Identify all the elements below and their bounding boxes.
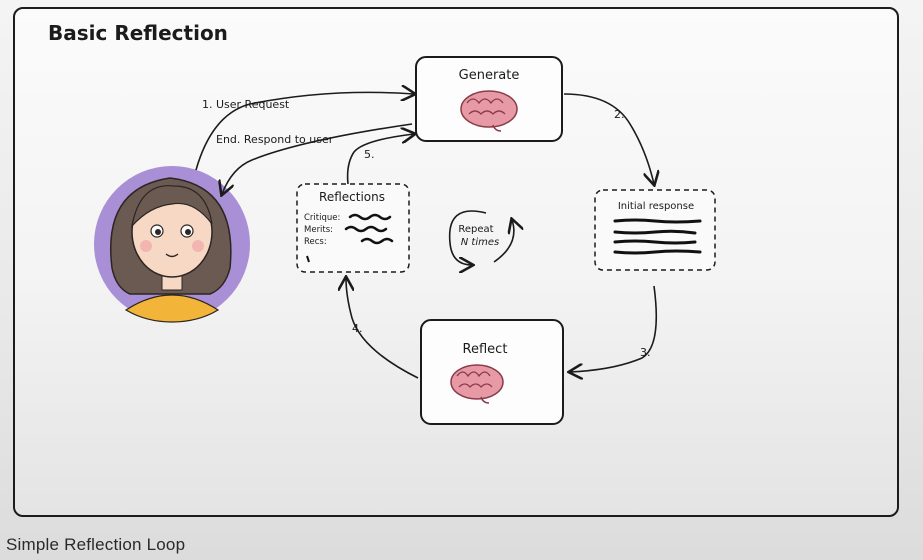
step4-arrow: [346, 278, 419, 379]
scribble-text-lines: [613, 218, 702, 255]
loop-label-line1: Repeat: [458, 224, 493, 235]
step4-label: 4.: [352, 322, 363, 335]
step2-label: 2.: [614, 108, 625, 121]
recs-label: Recs:: [304, 237, 327, 247]
brain-icon: [450, 364, 504, 404]
reflections-node: Reflections Critique: Merits: Recs:: [296, 183, 410, 273]
scribble-text-lines: [344, 213, 394, 245]
slide-caption: Simple Reflection Loop: [6, 535, 186, 554]
diagram-title: Basic Reflection: [48, 21, 228, 45]
brain-icon: [460, 90, 518, 132]
generate-node: Generate: [415, 56, 563, 142]
step3-arrow: [570, 285, 658, 372]
generate-label: Generate: [459, 68, 520, 83]
respond-arrow: [222, 123, 413, 194]
person-avatar-icon: [94, 166, 250, 323]
initial-response-node: Initial response: [594, 189, 716, 271]
step5-arrow: [346, 134, 414, 185]
repeat-cycle-icon: [448, 210, 514, 265]
initial-response-label: Initial response: [618, 201, 694, 212]
merits-label: Merits:: [304, 225, 333, 235]
reflect-label: Reflect: [463, 342, 508, 357]
user-request-arrow: [195, 92, 414, 171]
step5-label: 5.: [364, 148, 375, 161]
cursor-mark: [306, 255, 310, 263]
step2-arrow: [563, 93, 654, 184]
reflections-label: Reflections: [319, 190, 385, 204]
critique-label: Critique:: [304, 213, 340, 223]
respond-label: End. Respond to user: [216, 133, 334, 146]
loop-label-line2: N times: [461, 237, 499, 248]
reflect-node: Reflect: [420, 319, 564, 425]
user-request-label: 1. User Request: [202, 98, 290, 111]
step3-label: 3.: [640, 346, 651, 359]
